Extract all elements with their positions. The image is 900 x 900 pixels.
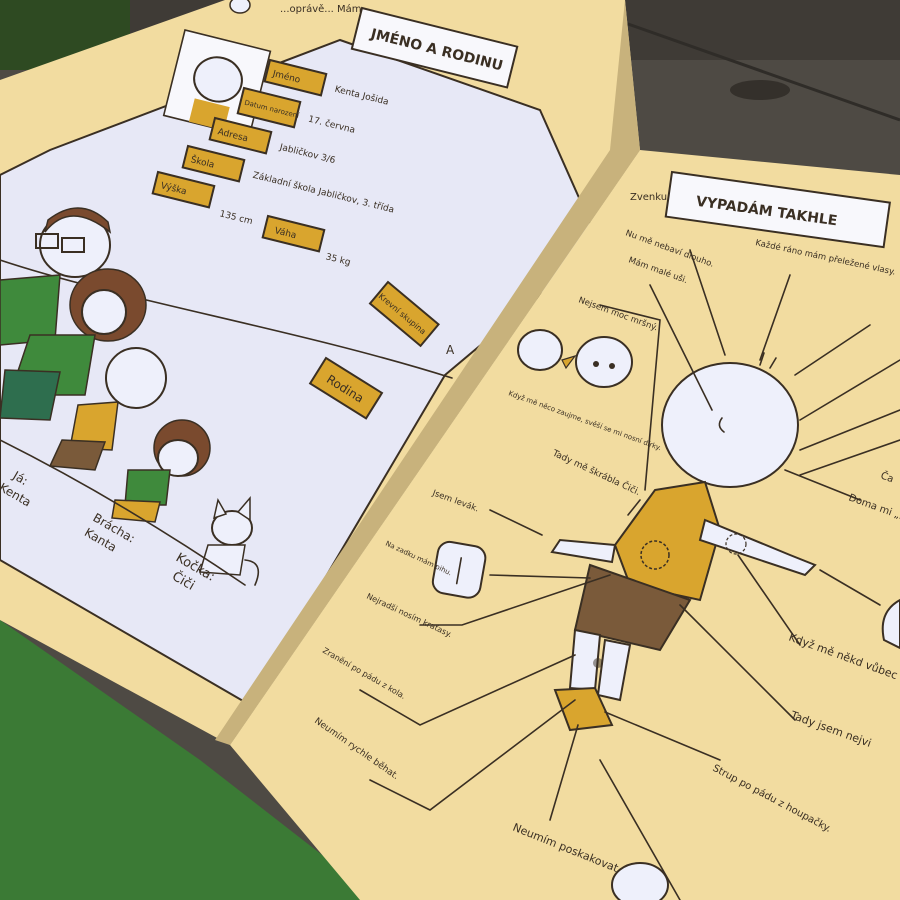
appearance-title-box	[664, 170, 891, 249]
edge-illustration-fragment	[881, 598, 900, 650]
field-label-box	[208, 116, 273, 155]
field-value-bloodtype: A	[446, 343, 455, 357]
small-face-icon	[229, 0, 251, 14]
corner-label: Zvenku	[630, 192, 667, 203]
family-label-box	[308, 356, 384, 420]
butt-illustration	[431, 540, 487, 599]
field-label-box	[368, 280, 440, 348]
boy-figure	[550, 352, 817, 732]
family-illustration	[0, 207, 260, 586]
top-fragment-text: ...oprávě... Mám	[280, 3, 362, 15]
annotation-text: Ča	[879, 469, 896, 486]
field-label-box	[151, 170, 216, 209]
bottom-face-fragment	[611, 862, 669, 900]
field-label-box	[261, 214, 326, 253]
nostril-illustration	[517, 329, 633, 388]
caption-me-line1: Já:	[10, 468, 31, 488]
field-label-box	[181, 144, 246, 183]
field-label-box	[263, 58, 328, 97]
book-cover-edge	[0, 620, 380, 900]
field-label-box	[236, 86, 302, 129]
